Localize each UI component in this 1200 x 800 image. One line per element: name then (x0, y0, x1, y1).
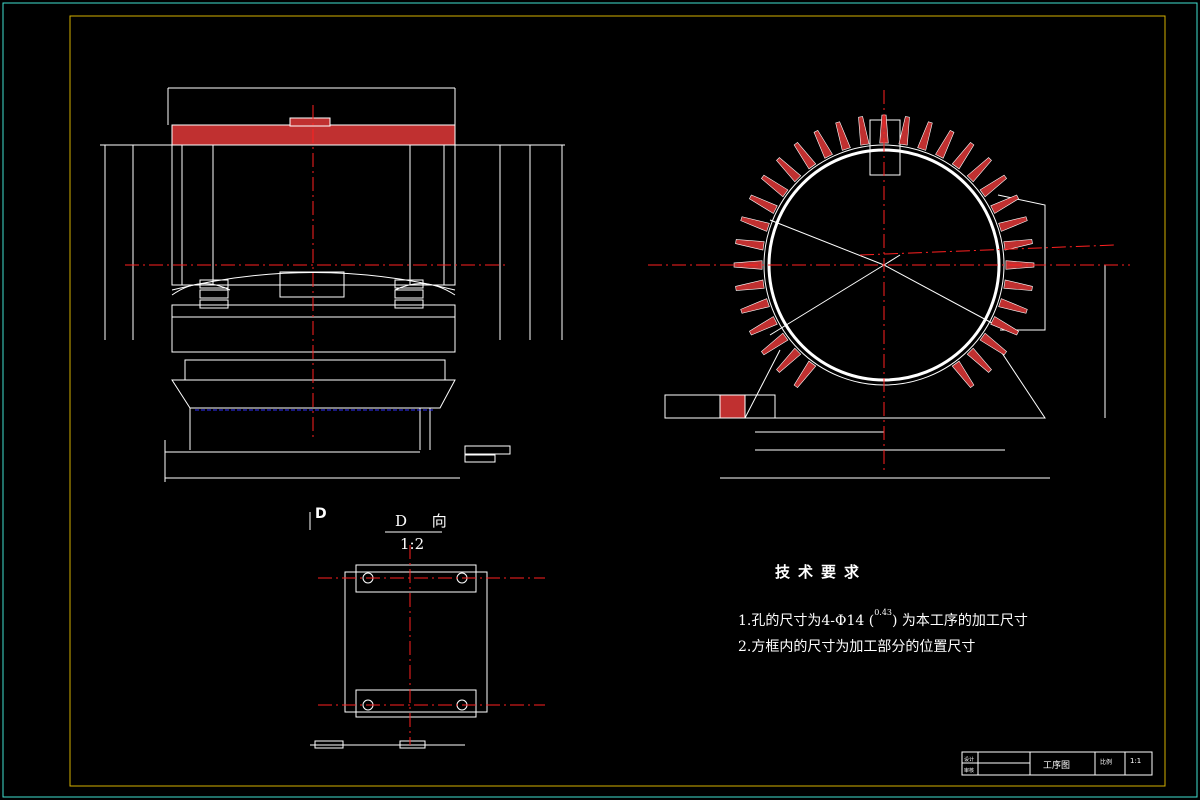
cooling-fin (979, 174, 1008, 198)
cooling-fin (735, 239, 765, 251)
front-view-centerlines (125, 105, 505, 440)
front-view (100, 87, 565, 482)
cooling-fin (998, 298, 1028, 314)
title-block-drawing-name: 工序图 (1043, 761, 1071, 771)
tech-requirement-1-prefix: 1.孔的尺寸为4-Φ14 ( (738, 613, 875, 629)
cooling-fin (898, 116, 910, 146)
cooling-fin (951, 360, 975, 389)
cooling-fin (966, 157, 992, 183)
title-block (961, 751, 1153, 776)
cooling-fin (835, 121, 851, 151)
cooling-fin (749, 194, 778, 214)
title-block-scale: 1:1 (1130, 757, 1142, 765)
cooling-fin (760, 174, 789, 198)
tech-requirement-1-tolerance: 0.43 (874, 608, 893, 618)
tech-requirement-2: 2.方框内的尺寸为加工部分的位置尺寸 (738, 639, 976, 655)
title-block-review: 审核 (964, 768, 975, 774)
cooling-fin (935, 130, 955, 159)
cooling-fin (740, 216, 770, 232)
cooling-fin (749, 316, 778, 336)
cooling-fin (917, 121, 933, 151)
cooling-fin (735, 279, 765, 291)
cooling-fin (879, 114, 889, 144)
cooling-fin (1003, 279, 1033, 291)
cooling-fin (990, 194, 1019, 214)
tech-requirement-1: 1.孔的尺寸为4-Φ14 (0.43) 为本工序的加工尺寸 (738, 608, 1028, 630)
drawing-frame (69, 15, 1166, 787)
cooling-fin (793, 360, 817, 389)
cooling-fin (776, 347, 802, 373)
cooling-fin (966, 347, 992, 373)
view-d-title: D 向 (395, 512, 457, 530)
title-block-design: 设计 (964, 757, 975, 763)
d-view (309, 512, 488, 749)
view-d-scale: 1:2 (400, 535, 425, 553)
tech-requirements-title: 技术要求 (775, 563, 868, 581)
cooling-fin (858, 116, 870, 146)
d-view-centerlines (318, 545, 545, 745)
side-view-centerlines (648, 90, 1130, 470)
cooling-fin (760, 332, 789, 356)
view-arrow-label: D (315, 506, 327, 522)
cooling-fin (740, 298, 770, 314)
cooling-fin (813, 130, 833, 159)
cooling-fin (1003, 239, 1033, 251)
cooling-fin (793, 141, 817, 170)
cooling-fin (990, 316, 1019, 336)
cooling-fin (998, 216, 1028, 232)
cooling-fin (776, 157, 802, 183)
side-view (664, 119, 1106, 479)
title-block-scale-label: 比例 (1100, 759, 1113, 766)
cooling-fin (979, 332, 1008, 356)
tech-requirement-1-suffix: ) 为本工序的加工尺寸 (892, 613, 1028, 629)
cooling-fin (951, 141, 975, 170)
side-view-fins (733, 114, 1035, 389)
